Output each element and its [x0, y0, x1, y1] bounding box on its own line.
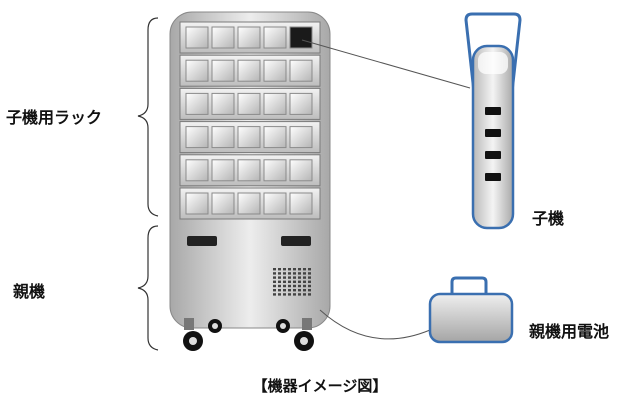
rack-slot	[263, 126, 287, 149]
battery-unit	[428, 276, 514, 344]
rack-slot	[185, 92, 209, 115]
rack-slot	[289, 126, 313, 149]
rack-slot	[237, 59, 261, 82]
rack-slot	[211, 26, 235, 49]
child-port	[485, 151, 501, 159]
rack-slot	[289, 59, 313, 82]
rack-slot	[289, 159, 313, 182]
child-label: 子機	[532, 209, 565, 228]
rack-label: 子機用ラック	[6, 108, 103, 127]
parent-to-battery-line	[319, 309, 431, 340]
parent-label: 親機	[13, 282, 46, 301]
rack-slot	[237, 159, 261, 182]
rack-slot-occupied	[289, 26, 313, 49]
cabinet-vent-grille	[273, 268, 311, 296]
parent-cabinet	[169, 11, 331, 329]
rack-slot	[289, 92, 313, 115]
rack-slot	[237, 126, 261, 149]
child-unit	[464, 12, 522, 230]
parent-brace	[137, 225, 159, 351]
child-port	[485, 173, 501, 181]
rack-slot	[263, 192, 287, 215]
rack-slot	[237, 192, 261, 215]
rack-slot	[211, 59, 235, 82]
cabinet-wheels	[183, 318, 314, 351]
battery-label: 親機用電池	[529, 322, 610, 341]
rack-slot	[211, 159, 235, 182]
rack-slot	[211, 92, 235, 115]
child-port	[485, 107, 501, 115]
rack-slot	[185, 192, 209, 215]
rack-slot	[263, 92, 287, 115]
child-handle	[464, 12, 522, 93]
child-ports	[485, 107, 501, 181]
rack-slot	[185, 26, 209, 49]
cabinet-handle-right	[281, 236, 311, 246]
battery-handle	[450, 276, 488, 296]
rack-slot	[185, 159, 209, 182]
rack-slot	[263, 59, 287, 82]
figure-caption: 【機器イメージ図】	[252, 377, 388, 395]
rack-slot	[185, 126, 209, 149]
rack-slot	[263, 159, 287, 182]
rack-slot	[211, 126, 235, 149]
rack-slot	[263, 26, 287, 49]
rack-slot	[185, 59, 209, 82]
child-port	[485, 129, 501, 137]
rack-slot	[211, 192, 235, 215]
rack-slot	[237, 92, 261, 115]
rack-slot	[237, 26, 261, 49]
rack-brace	[137, 17, 159, 217]
cabinet-handle-left	[187, 236, 217, 246]
rack-slot	[289, 192, 313, 215]
rack-to-child-line	[301, 39, 471, 89]
